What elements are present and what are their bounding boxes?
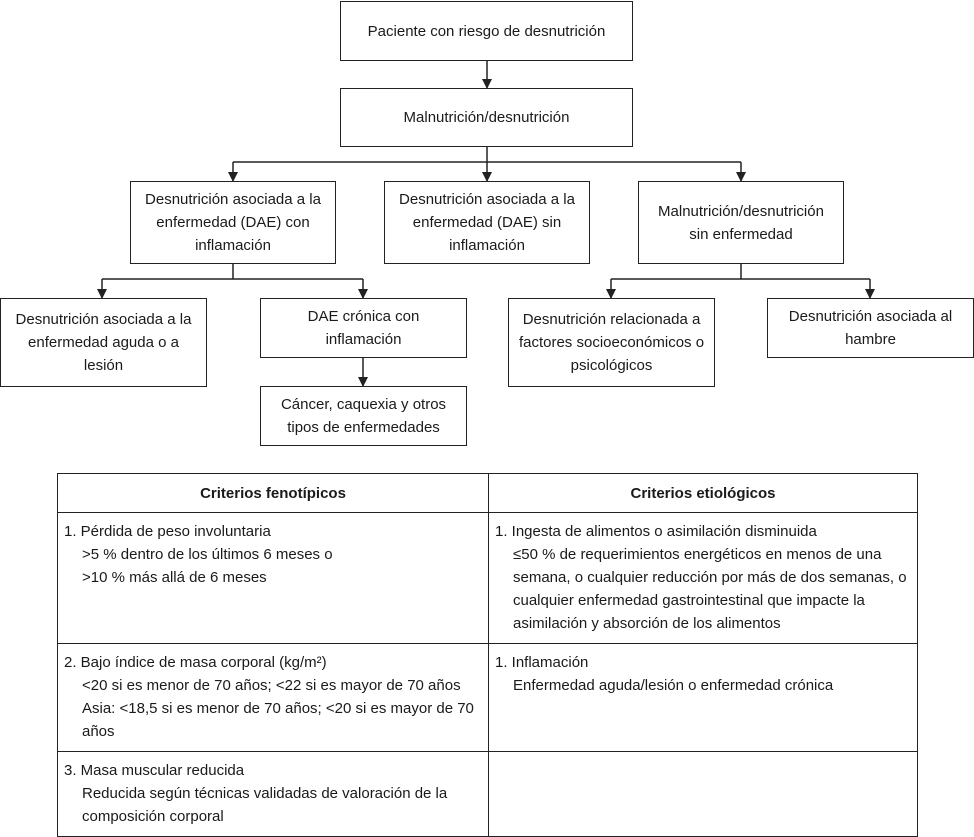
box-root-text: Paciente con riesgo de desnutrición [367,22,606,40]
box-hambre-text: Desnutrición asociada al hambre [788,308,953,348]
item-line: Reducida según técnicas validadas de val… [82,785,448,825]
criteria-table: Criterios fenotípicos Criterios etiológi… [57,473,918,837]
box-hambre: Desnutrición asociada al hambre [767,298,974,358]
box-aguda-text: Desnutrición asociada a la enfermedad ag… [15,311,192,374]
item-line: >5 % dentro de los últimos 6 meses o [82,546,333,563]
item-line: >10 % más allá de 6 meses [82,569,267,586]
box-cancer: Cáncer, caquexia y otros tipos de enferm… [260,386,467,446]
box-socioeconomicos: Desnutrición relacionada a factores soci… [508,298,715,387]
item-title: 1. Ingesta de alimentos o asimilación di… [495,523,817,540]
box-cronica-text: DAE crónica con inflamación [307,308,420,348]
item-line: Asia: <18,5 si es menor de 70 años; <20 … [82,700,474,740]
item-line: ≤50 % de requerimientos energéticos en m… [513,546,907,632]
box-malnutricion: Malnutrición/desnutrición [340,88,633,147]
item-title: 1. Inflamación [495,654,589,671]
box-cancer-text: Cáncer, caquexia y otros tipos de enferm… [280,396,447,436]
item-line: <20 si es menor de 70 años; <22 si es ma… [82,677,461,694]
table-row: 1. Pérdida de peso involuntaria >5 % den… [57,512,918,644]
box-aguda: Desnutrición asociada a la enfermedad ag… [0,298,207,387]
header-fenotipicos: Criterios fenotípicos [57,473,489,513]
box-socioeconomicos-text: Desnutrición relacionada a factores soci… [518,311,705,374]
box-dae-con-inflamacion: Desnutrición asociada a la enfermedad (D… [130,181,336,264]
item-title: 2. Bajo índice de masa corporal (kg/m²) [64,654,327,671]
box-cronica: DAE crónica con inflamación [260,298,467,358]
box-dae-sin-inflamacion: Desnutrición asociada a la enfermedad (D… [384,181,590,264]
cell-etiologico-3-empty [488,751,918,837]
table-row: 2. Bajo índice de masa corporal (kg/m²) … [57,643,918,752]
item-title: 1. Pérdida de peso involuntaria [64,523,271,540]
cell-fenotipico-1: 1. Pérdida de peso involuntaria >5 % den… [57,512,489,644]
cell-etiologico-1: 1. Ingesta de alimentos o asimilación di… [488,512,918,644]
box-sin-enfermedad: Malnutrición/desnutrición sin enfermedad [638,181,844,264]
box-dae-con-inflamacion-text: Desnutrición asociada a la enfermedad (D… [145,191,321,254]
box-root: Paciente con riesgo de desnutrición [340,1,633,61]
cell-fenotipico-2: 2. Bajo índice de masa corporal (kg/m²) … [57,643,489,752]
item-title: 3. Masa muscular reducida [64,762,245,779]
table-header-row: Criterios fenotípicos Criterios etiológi… [57,473,918,513]
item-line: Enfermedad aguda/lesión o enfermedad cró… [513,677,834,694]
cell-fenotipico-3: 3. Masa muscular reducida Reducida según… [57,751,489,837]
box-sin-enfermedad-text: Malnutrición/desnutrición sin enfermedad [658,202,824,243]
flowchart-connectors [97,61,875,387]
box-malnutricion-text: Malnutrición/desnutrición [403,109,570,126]
header-etiologicos: Criterios etiológicos [488,473,918,513]
table-row: 3. Masa muscular reducida Reducida según… [57,751,918,837]
cell-etiologico-2: 1. Inflamación Enfermedad aguda/lesión o… [488,643,918,752]
box-dae-sin-inflamacion-text: Desnutrición asociada a la enfermedad (D… [399,191,575,254]
